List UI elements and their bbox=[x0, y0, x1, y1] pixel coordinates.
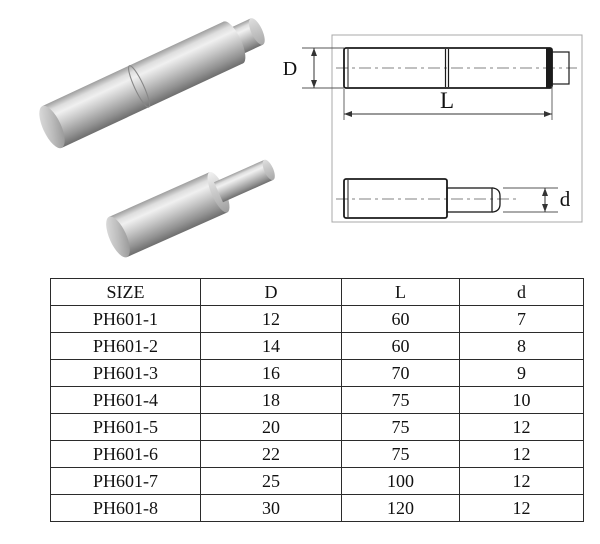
product-illustration: D L d bbox=[39, 18, 583, 258]
cell-L: 75 bbox=[341, 440, 460, 468]
arrowhead-up bbox=[542, 188, 548, 196]
cell-d: 12 bbox=[459, 413, 584, 441]
col-header-d: d bbox=[459, 278, 584, 306]
dimension-drawing-bottom: d bbox=[336, 178, 571, 219]
col-header-D: D bbox=[200, 278, 342, 306]
pin-small-end-face bbox=[106, 216, 130, 258]
cell-L: 100 bbox=[341, 467, 460, 495]
cell-D: 16 bbox=[200, 359, 342, 387]
drawing-pin-round-cap bbox=[492, 187, 501, 213]
table-row: PH601-1 12 60 7 bbox=[50, 305, 584, 333]
pin-3d-small bbox=[106, 159, 275, 258]
table-row: PH601-8 30 120 12 bbox=[50, 494, 584, 522]
table-row: PH601-4 18 75 10 bbox=[50, 386, 584, 414]
cell-L: 75 bbox=[341, 413, 460, 441]
table-row: PH601-3 16 70 9 bbox=[50, 359, 584, 387]
cell-size: PH601-4 bbox=[50, 386, 201, 414]
table-row: PH601-7 25 100 12 bbox=[50, 467, 584, 495]
size-table: SIZE D L d PH601-1 12 60 7 PH601-2 14 60… bbox=[50, 278, 584, 522]
pin-large-joint-line bbox=[127, 65, 151, 108]
cell-size: PH601-1 bbox=[50, 305, 201, 333]
table-row: PH601-5 20 75 12 bbox=[50, 413, 584, 441]
cell-d: 10 bbox=[459, 386, 584, 414]
cell-d: 7 bbox=[459, 305, 584, 333]
cell-D: 14 bbox=[200, 332, 342, 360]
cell-d: 9 bbox=[459, 359, 584, 387]
cell-d: 8 bbox=[459, 332, 584, 360]
dimension-drawing-top: D L bbox=[283, 47, 577, 120]
cell-L: 120 bbox=[341, 494, 460, 522]
dimension-d: d bbox=[503, 187, 571, 213]
pin-large-end-face bbox=[39, 105, 65, 149]
cell-L: 75 bbox=[341, 386, 460, 414]
dim-label-d: d bbox=[560, 187, 571, 211]
table-row: PH601-2 14 60 8 bbox=[50, 332, 584, 360]
pin-small-tip-face bbox=[262, 159, 275, 181]
cell-L: 70 bbox=[341, 359, 460, 387]
cell-size: PH601-8 bbox=[50, 494, 201, 522]
pin-large-body-end bbox=[221, 21, 246, 64]
arrowhead-down bbox=[542, 204, 548, 212]
cell-d: 12 bbox=[459, 494, 584, 522]
cell-L: 60 bbox=[341, 305, 460, 333]
dimension-D: D bbox=[283, 47, 344, 89]
dimension-L: L bbox=[343, 86, 553, 120]
dim-label-D: D bbox=[283, 58, 297, 80]
cell-size: PH601-3 bbox=[50, 359, 201, 387]
cell-D: 22 bbox=[200, 440, 342, 468]
col-header-L: L bbox=[341, 278, 460, 306]
cell-D: 20 bbox=[200, 413, 342, 441]
cell-size: PH601-6 bbox=[50, 440, 201, 468]
drawing-frame bbox=[331, 34, 583, 223]
col-header-size: SIZE bbox=[50, 278, 201, 306]
table-header-row: SIZE D L d bbox=[50, 278, 584, 306]
arrowhead-right bbox=[544, 111, 552, 117]
pin-small-tip bbox=[214, 159, 274, 203]
cell-d: 12 bbox=[459, 467, 584, 495]
drawing-pin-outline bbox=[446, 187, 493, 213]
cell-D: 30 bbox=[200, 494, 342, 522]
cell-size: PH601-7 bbox=[50, 467, 201, 495]
arrowhead-down bbox=[311, 80, 317, 88]
cell-D: 18 bbox=[200, 386, 342, 414]
table-row: PH601-6 22 75 12 bbox=[50, 440, 584, 468]
cell-L: 60 bbox=[341, 332, 460, 360]
pin-small-body bbox=[109, 172, 228, 258]
drawing-body-right-band bbox=[546, 48, 552, 88]
pin-large-stub-face bbox=[248, 18, 265, 45]
cell-size: PH601-2 bbox=[50, 332, 201, 360]
pin-3d-large bbox=[39, 18, 265, 149]
cell-D: 12 bbox=[200, 305, 342, 333]
cell-d: 12 bbox=[459, 440, 584, 468]
cell-D: 25 bbox=[200, 467, 342, 495]
dim-label-L: L bbox=[440, 88, 454, 113]
drawing-stub-outline bbox=[551, 51, 570, 85]
arrowhead-up bbox=[311, 48, 317, 56]
arrowhead-left bbox=[344, 111, 352, 117]
cell-size: PH601-5 bbox=[50, 413, 201, 441]
